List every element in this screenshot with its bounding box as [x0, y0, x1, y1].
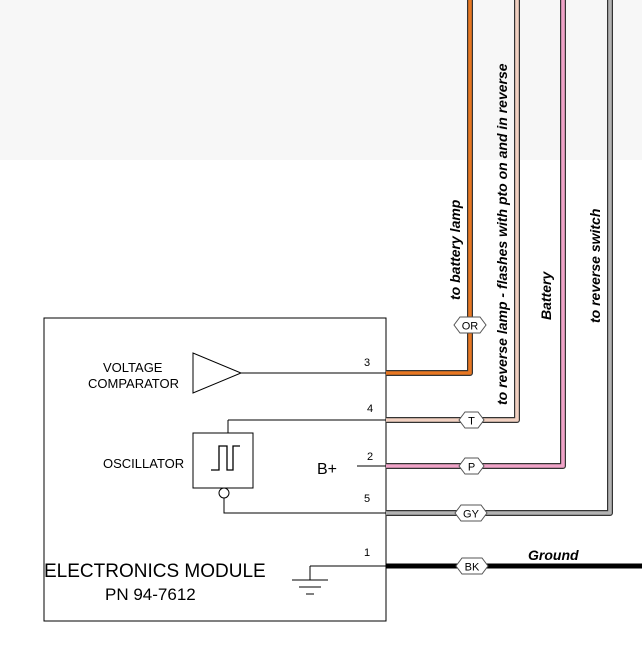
svg-text:P: P [468, 462, 475, 474]
wire-code-tag-gy: GY [454, 504, 488, 522]
open-collector-icon [218, 487, 230, 499]
electronics-module: VOLTAGE COMPARATOR OSCILLATOR B+ ELECTRO… [43, 317, 387, 622]
svg-text:OR: OR [462, 321, 479, 333]
svg-text:T: T [468, 416, 475, 428]
pin-number-2: 2 [367, 451, 373, 463]
module-title: ELECTRONICS MODULE [44, 561, 266, 582]
wire-code-tag-bk: BK [455, 557, 489, 575]
ground-icon [292, 579, 328, 595]
svg-text:GY: GY [463, 509, 480, 521]
b-plus-label: B+ [317, 461, 337, 478]
label-battery-lamp: to battery lamp [447, 199, 463, 300]
voltage-comparator-label-2: COMPARATOR [88, 376, 179, 391]
oscillator-label: OSCILLATOR [103, 456, 184, 471]
pin-number-1: 1 [364, 547, 370, 559]
comparator-symbol [192, 352, 243, 394]
pin-number-5: 5 [364, 493, 370, 505]
voltage-comparator-label-1: VOLTAGE [103, 360, 163, 375]
oscillator-box [192, 432, 254, 489]
svg-text:BK: BK [465, 562, 480, 574]
pin-number-4: 4 [367, 403, 373, 415]
wire-or [386, 0, 473, 376]
square-wave-icon [211, 445, 240, 471]
wire-code-tag-p: P [458, 457, 485, 475]
pin-number-3: 3 [364, 357, 370, 369]
label-ground: Ground [528, 547, 579, 563]
label-reverse-switch: to reverse switch [587, 209, 603, 323]
wire-code-tag-or: OR [453, 316, 487, 334]
module-part-number: PN 94-7612 [105, 585, 196, 604]
wire-code-tag-t: T [458, 411, 485, 429]
label-battery: Battery [538, 271, 554, 320]
oscillator-to-pin5-line [223, 498, 386, 514]
label-reverse-lamp: to reverse lamp - flashes with pto on an… [494, 63, 510, 405]
wire-p [386, 0, 566, 469]
background-shade [0, 0, 642, 160]
wire-t [386, 0, 520, 423]
